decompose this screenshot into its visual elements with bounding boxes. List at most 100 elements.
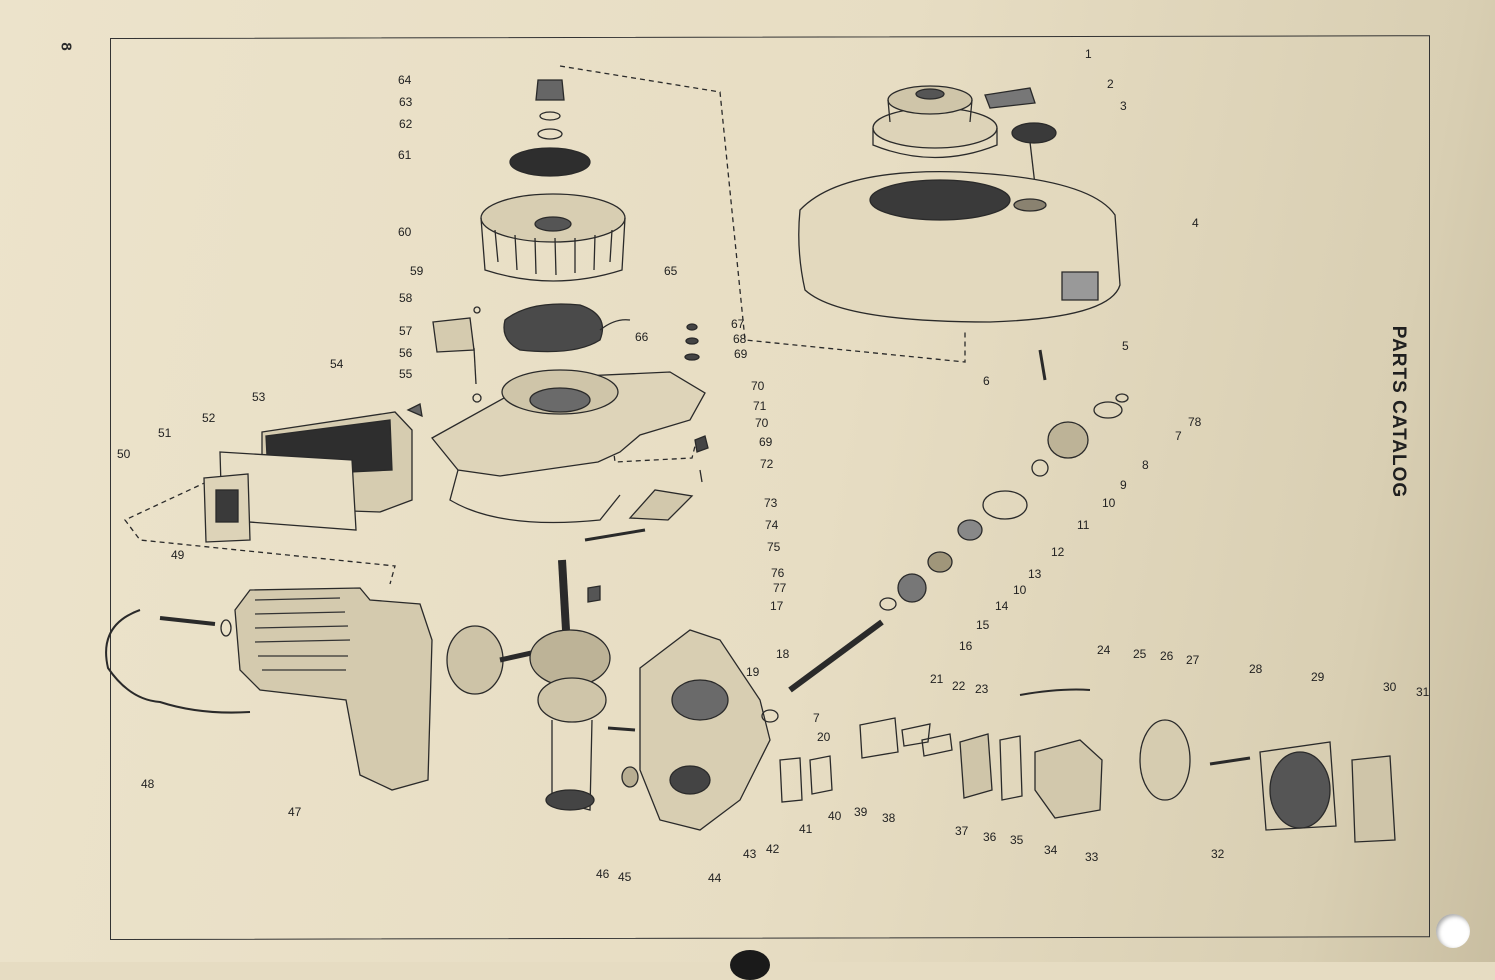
rewind-starter-drawing [872,85,1057,186]
callout-31: 31 [1416,685,1430,699]
callout-58: 58 [399,291,413,305]
callout-68: 68 [733,332,747,346]
crankcase-housing-drawing [607,629,771,831]
callout-35: 35 [1010,833,1024,847]
callout-26: 26 [1160,649,1174,663]
callout-53: 53 [252,390,266,404]
callout-38: 38 [882,811,896,825]
callout-8: 8 [1142,458,1149,472]
callout-23: 23 [975,682,989,696]
callout-42: 42 [766,842,780,856]
callout-30: 30 [1383,680,1397,694]
callout-7: 7 [813,711,820,725]
callout-74: 74 [765,518,779,532]
binder-hole [730,950,770,980]
callout-72: 72 [760,457,774,471]
callout-1: 1 [1085,47,1092,61]
callout-5: 5 [1122,339,1129,353]
callout-51: 51 [158,426,172,440]
callout-16: 16 [959,639,973,653]
callout-47: 47 [288,805,302,819]
callout-18: 18 [776,647,790,661]
callout-9: 9 [1120,478,1127,492]
callout-33: 33 [1085,850,1099,864]
callout-50: 50 [117,447,131,461]
assembly-dash-line-left [123,477,396,585]
callout-32: 32 [1211,847,1225,861]
callout-41: 41 [799,822,813,836]
flywheel-drawing [480,79,626,282]
callout-44: 44 [708,871,722,885]
callout-52: 52 [202,411,216,425]
callout-24: 24 [1097,643,1111,657]
callout-60: 60 [398,225,412,239]
callout-76: 76 [771,566,785,580]
magneto-drawing [503,303,631,353]
callout-78: 78 [1188,415,1202,429]
callout-37: 37 [955,824,969,838]
callout-65: 65 [664,264,678,278]
callout-20: 20 [817,730,831,744]
callout-25: 25 [1133,647,1147,661]
callout-75: 75 [767,540,781,554]
callout-69: 69 [734,347,748,361]
callout-10: 10 [1013,583,1027,597]
callout-61: 61 [398,148,412,162]
callout-15: 15 [976,618,990,632]
engine-cover-drawing [798,171,1121,323]
callout-45: 45 [618,870,632,884]
callout-10: 10 [1102,496,1116,510]
callout-43: 43 [743,847,757,861]
callout-49: 49 [171,548,185,562]
punch-hole [1436,914,1470,948]
callout-55: 55 [399,367,413,381]
callout-48: 48 [141,777,155,791]
callout-62: 62 [399,117,413,131]
callout-67: 67 [731,317,745,331]
callout-39: 39 [854,805,868,819]
callout-14: 14 [995,599,1009,613]
callout-40: 40 [828,809,842,823]
callout-71: 71 [753,399,767,413]
callout-70: 70 [755,416,769,430]
callout-27: 27 [1186,653,1200,667]
carburetor-drawing [779,688,1396,843]
callout-70: 70 [751,379,765,393]
callout-7: 7 [1175,429,1182,443]
callout-34: 34 [1044,843,1058,857]
assembly-dash-line-top [559,65,966,363]
callout-17: 17 [770,599,784,613]
callout-21: 21 [930,672,944,686]
callout-64: 64 [398,73,412,87]
callout-66: 66 [635,330,649,344]
small-hardware-drawing [406,306,700,418]
crankshaft-drawing [446,559,611,811]
callout-28: 28 [1249,662,1263,676]
callout-29: 29 [1311,670,1325,684]
callout-57: 57 [399,324,413,338]
callout-3: 3 [1120,99,1127,113]
callout-73: 73 [764,496,778,510]
drive-shaft-drawing [761,349,1129,723]
callout-69: 69 [759,435,773,449]
callout-77: 77 [773,581,787,595]
callout-22: 22 [952,679,966,693]
callout-46: 46 [596,867,610,881]
callout-11: 11 [1077,518,1090,532]
callout-12: 12 [1051,545,1065,559]
callout-6: 6 [983,374,990,388]
callout-2: 2 [1107,77,1114,91]
callout-56: 56 [399,346,413,360]
callout-54: 54 [330,357,344,371]
cylinder-drawing [105,587,433,791]
callout-13: 13 [1028,567,1042,581]
callout-36: 36 [983,830,997,844]
callout-4: 4 [1192,216,1199,230]
crankcase-plate-drawing [431,369,709,542]
callout-63: 63 [399,95,413,109]
muffler-drawing [203,411,413,543]
callout-19: 19 [746,665,760,679]
